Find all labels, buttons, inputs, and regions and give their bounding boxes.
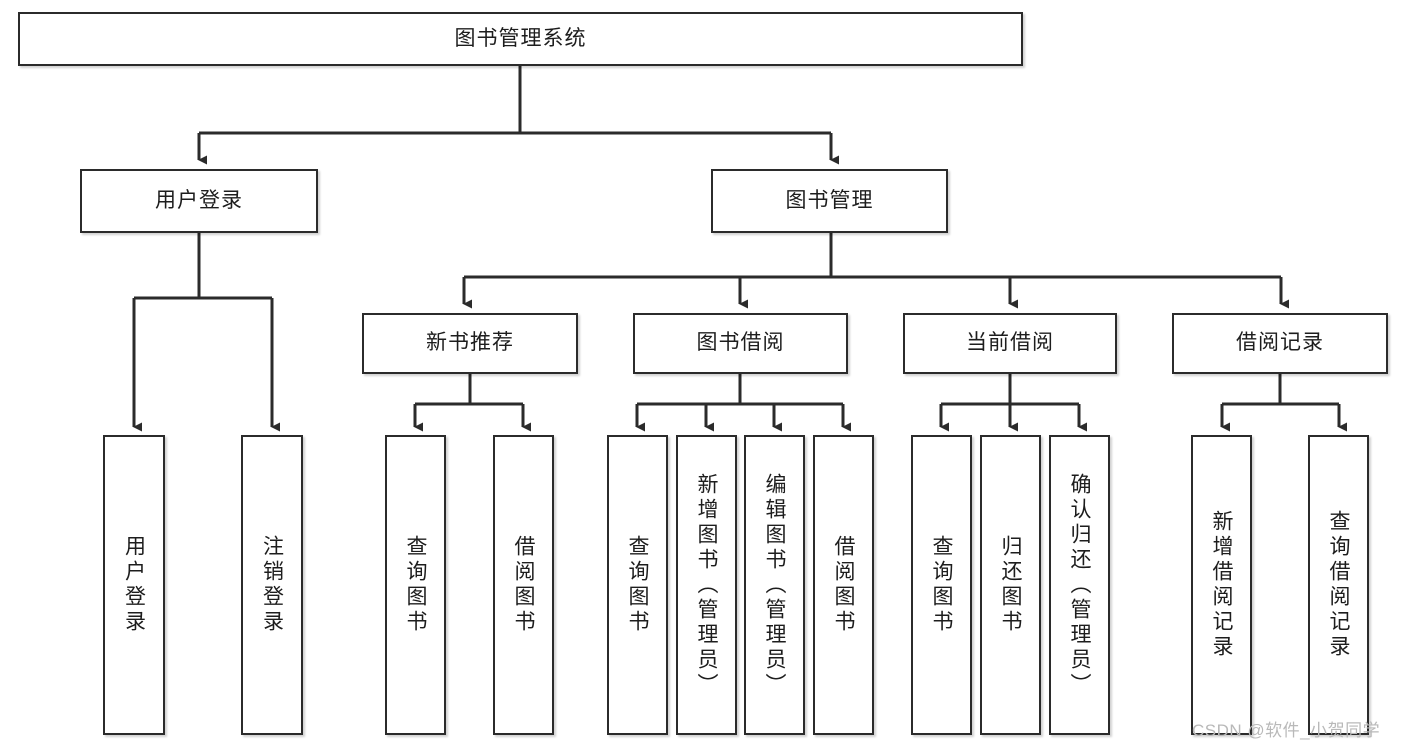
leaf-logout-login-label: 注销登录 (260, 535, 284, 635)
leaf-confirm-return[interactable]: 确认归还（管理员） (1049, 435, 1110, 735)
node-root[interactable]: 图书管理系统 (18, 12, 1023, 66)
node-new-book-recommend[interactable]: 新书推荐 (362, 313, 578, 374)
leaf-add-record[interactable]: 新增借阅记录 (1191, 435, 1252, 735)
leaf-query-book-2[interactable]: 查询图书 (607, 435, 668, 735)
leaf-borrow-book-2[interactable]: 借阅图书 (813, 435, 874, 735)
node-new-book-recommend-label: 新书推荐 (426, 331, 514, 355)
leaf-add-book[interactable]: 新增图书（管理员） (676, 435, 737, 735)
node-book-manage-label: 图书管理 (785, 188, 874, 212)
leaf-return-book-label: 归还图书 (999, 535, 1022, 635)
leaf-confirm-return-label: 确认归还（管理员） (1068, 472, 1091, 698)
leaf-query-record-label: 查询借阅记录 (1327, 510, 1350, 660)
leaf-borrow-book-2-label: 借阅图书 (832, 535, 855, 635)
leaf-add-record-label: 新增借阅记录 (1210, 510, 1233, 660)
leaf-borrow-book-1-label: 借阅图书 (512, 535, 535, 635)
node-user-login[interactable]: 用户登录 (80, 169, 318, 233)
leaf-logout-login[interactable]: 注销登录 (241, 435, 303, 735)
leaf-query-book-3-label: 查询图书 (930, 535, 953, 635)
leaf-query-book-2-label: 查询图书 (626, 535, 649, 635)
leaf-borrow-book-1[interactable]: 借阅图书 (493, 435, 554, 735)
leaf-user-login-label: 用户登录 (122, 535, 146, 635)
leaf-edit-book[interactable]: 编辑图书（管理员） (744, 435, 805, 735)
leaf-query-book-1[interactable]: 查询图书 (385, 435, 446, 735)
leaf-query-book-1-label: 查询图书 (404, 535, 427, 635)
csdn-watermark: CSDN @软件_小贺同学 (1192, 721, 1381, 740)
node-borrow-record-label: 借阅记录 (1236, 331, 1324, 355)
node-borrow-record[interactable]: 借阅记录 (1172, 313, 1388, 374)
node-book-borrow-label: 图书借阅 (696, 331, 785, 355)
node-current-borrow-label: 当前借阅 (966, 331, 1054, 355)
leaf-return-book[interactable]: 归还图书 (980, 435, 1041, 735)
leaf-query-book-3[interactable]: 查询图书 (911, 435, 972, 735)
leaf-add-book-label: 新增图书（管理员） (695, 472, 718, 698)
leaf-query-record[interactable]: 查询借阅记录 (1308, 435, 1369, 735)
node-root-label: 图书管理系统 (454, 26, 587, 50)
leaf-user-login[interactable]: 用户登录 (103, 435, 165, 735)
node-current-borrow[interactable]: 当前借阅 (903, 313, 1117, 374)
node-user-login-label: 用户登录 (155, 188, 243, 212)
leaf-edit-book-label: 编辑图书（管理员） (763, 472, 786, 698)
node-book-borrow[interactable]: 图书借阅 (633, 313, 848, 374)
node-book-manage[interactable]: 图书管理 (711, 169, 948, 233)
